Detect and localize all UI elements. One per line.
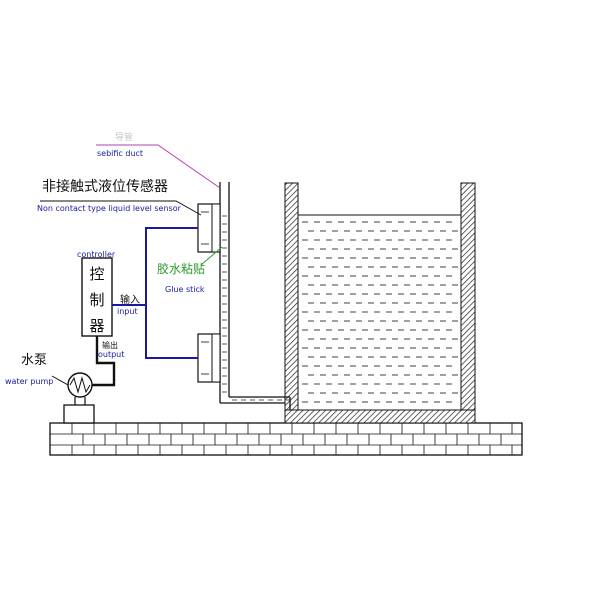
sensor-lower <box>197 333 221 383</box>
input-label-cn: 输入 <box>120 293 140 306</box>
water-pump <box>51 372 95 424</box>
pump-label: water pump <box>5 377 53 386</box>
output-label: output <box>98 350 124 359</box>
input-label: input <box>117 307 138 316</box>
pump-label-cn: 水泵 <box>21 353 47 368</box>
glue-label-cn: 胶水粘贴 <box>157 261 205 276</box>
controller-char-3: 器 <box>89 317 104 335</box>
duct-label: sebific duct <box>97 149 143 158</box>
output-wire <box>92 336 116 387</box>
duct-water <box>222 215 291 401</box>
sensor-upper <box>197 203 221 253</box>
controller-char-2: 制 <box>89 291 104 309</box>
input-wires <box>112 227 198 359</box>
water-tank <box>284 182 476 424</box>
brick-ground <box>49 422 523 456</box>
controller-char-1: 控 <box>89 265 104 283</box>
glue-label: Glue stick <box>165 285 205 294</box>
leader-lines <box>40 144 223 266</box>
sebific-duct <box>219 182 291 410</box>
tank-water <box>302 221 458 403</box>
duct-label-cn: 导管 <box>115 131 133 143</box>
sensor-label: Non contact type liquid level sensor <box>37 204 182 213</box>
sensor-label-cn: 非接触式液位传感器 <box>42 178 168 195</box>
output-label-cn: 输出 <box>102 340 118 350</box>
controller: 控 制 器 <box>81 257 113 337</box>
controller-label: controller <box>77 250 116 259</box>
